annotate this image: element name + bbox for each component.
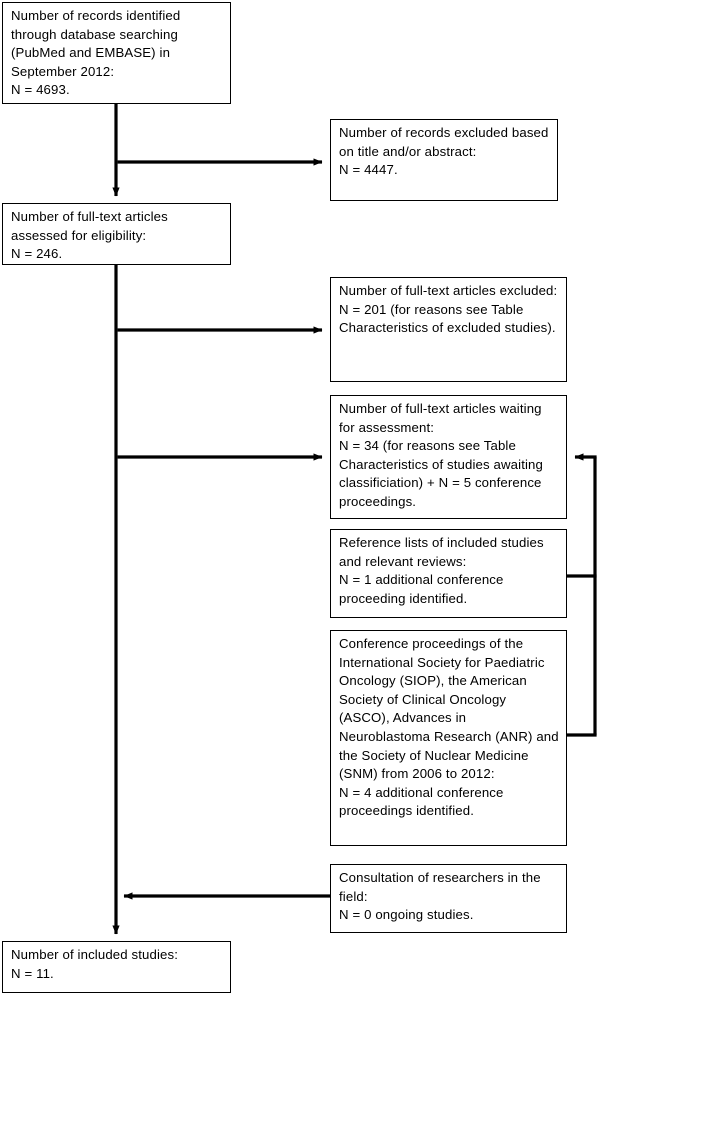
box-consultation-researchers: Consultation of researchers in the field…	[330, 864, 567, 933]
box-fulltext-articles-excluded: Number of full-text articles excluded: N…	[330, 277, 567, 382]
box-fulltext-articles-assessed: Number of full-text articles assessed fo…	[2, 203, 231, 265]
box-conference-proceedings: Conference proceedings of the Internatio…	[330, 630, 567, 846]
box-records-identified: Number of records identified through dat…	[2, 2, 231, 104]
edge-right-loop-to-waiting	[567, 453, 597, 737]
box-reference-lists: Reference lists of included studies and …	[330, 529, 567, 618]
box-fulltext-articles-waiting: Number of full-text articles waiting for…	[330, 395, 567, 519]
box-included-studies: Number of included studies: N = 11.	[2, 941, 231, 993]
box-records-excluded-title-abstract: Number of records excluded based on titl…	[330, 119, 558, 201]
